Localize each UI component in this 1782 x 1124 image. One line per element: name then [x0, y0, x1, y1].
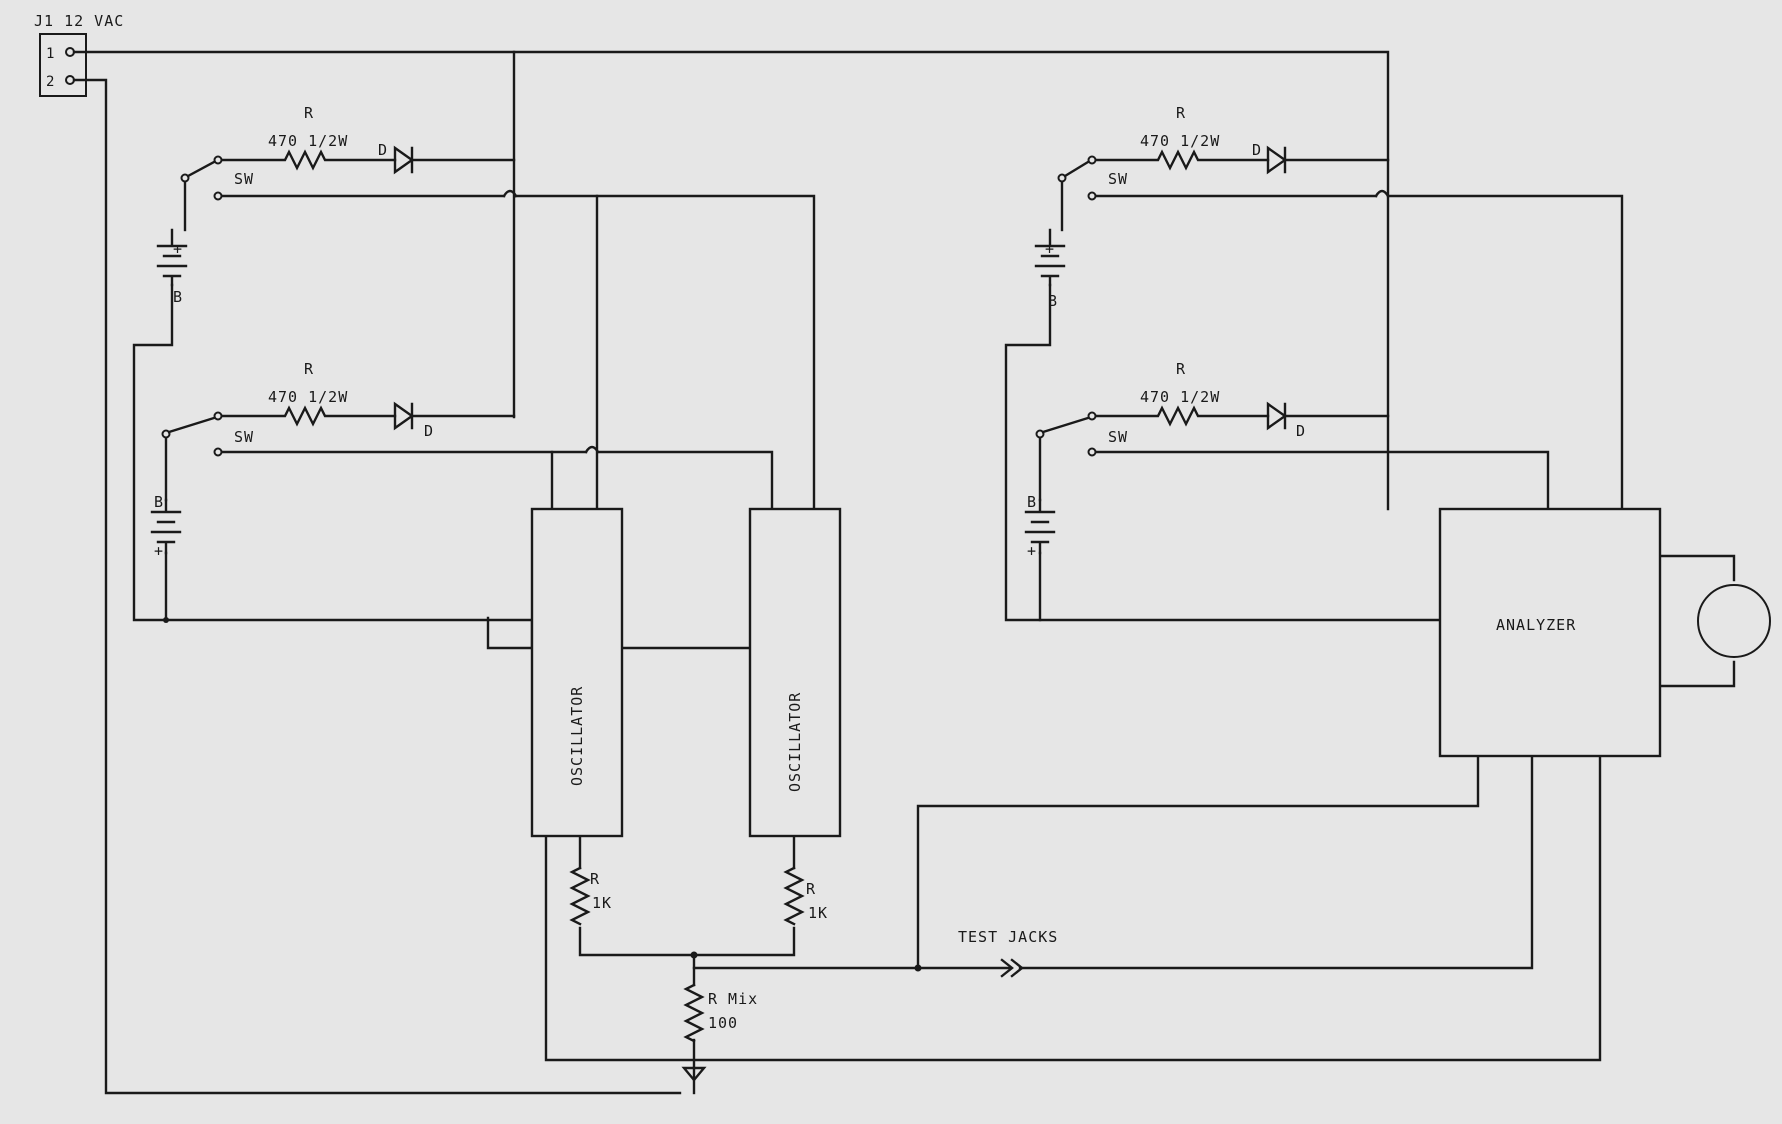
diode-label: D: [1296, 422, 1306, 440]
switch-lever: [167, 416, 216, 434]
resistor-name: R: [304, 104, 314, 122]
connector-j1: J1 12 VAC 1 2: [34, 12, 124, 97]
switch-label: SW: [234, 428, 254, 446]
battery-label: B: [1048, 292, 1058, 310]
test-jacks: TEST JACKS: [958, 928, 1058, 978]
battery-polarity: +: [173, 240, 183, 258]
battery-symbol: [156, 228, 188, 287]
ground-icon: [681, 1066, 707, 1082]
resistor-value: 470 1/2W: [268, 388, 348, 406]
battery-label: B: [173, 288, 183, 306]
output-resistor-2: R 1K: [783, 866, 828, 926]
battery-polarity: +: [1045, 240, 1055, 258]
channel-left-lower: R 470 1/2W D SW B +: [150, 360, 516, 560]
test-jacks-label: TEST JACKS: [958, 928, 1058, 946]
mix-resistor-name: R Mix: [708, 990, 758, 1008]
oscillator-2: OSCILLATOR: [748, 507, 842, 838]
switch-lever: [186, 160, 216, 178]
oscillator-2-label: OSCILLATOR: [786, 692, 804, 792]
battery-polarity: +: [1027, 542, 1037, 560]
diode-label: D: [424, 422, 434, 440]
channel-right-lower: R 470 1/2W D SW B +: [1024, 360, 1390, 560]
output-resistor-1-value: 1K: [592, 894, 612, 912]
meter-icon: [1697, 584, 1771, 658]
battery-symbol: [150, 498, 182, 555]
channel-left-upper: R 470 1/2W D SW + B: [156, 104, 516, 306]
diode-symbol: [1266, 145, 1288, 175]
battery-symbol: [1034, 228, 1066, 287]
resistor-symbol: [1092, 405, 1270, 427]
resistor-symbol: [218, 149, 397, 171]
test-jack-arrow-icon: [1000, 958, 1024, 978]
analyzer-label: ANALYZER: [1496, 616, 1576, 634]
resistor-name: R: [304, 360, 314, 378]
output-resistor-2-value: 1K: [808, 904, 828, 922]
analyzer: ANALYZER: [1438, 507, 1662, 758]
switch-lever: [1041, 416, 1090, 434]
mix-resistor: R Mix 100: [683, 983, 758, 1043]
resistor-name: R: [1176, 360, 1186, 378]
output-resistor-1-name: R: [590, 870, 600, 888]
diode-symbol: [1266, 401, 1288, 431]
oscillator-1-label: OSCILLATOR: [568, 686, 586, 786]
switch-label: SW: [1108, 428, 1128, 446]
switch-label: SW: [234, 170, 254, 188]
resistor-name: R: [1176, 104, 1186, 122]
output-resistor-2-name: R: [806, 880, 816, 898]
channel-right-upper: R 470 1/2W D SW + B: [1034, 104, 1390, 310]
resistor-symbol: [218, 405, 397, 427]
connector-label: J1 12 VAC: [34, 12, 124, 30]
mix-resistor-value: 100: [708, 1014, 738, 1032]
resistor-value: 470 1/2W: [1140, 132, 1220, 150]
battery-symbol: [1024, 498, 1056, 555]
diode-symbol: [393, 145, 415, 175]
diode-label: D: [378, 141, 388, 159]
oscillator-1: OSCILLATOR: [530, 507, 624, 838]
pin-1-label: 1: [46, 46, 55, 62]
junction-dots: [163, 617, 922, 972]
battery-label: B: [154, 493, 164, 511]
battery-polarity: +: [154, 542, 164, 560]
switch-label: SW: [1108, 170, 1128, 188]
resistor-symbol: [1092, 149, 1270, 171]
output-resistor-1: R 1K: [569, 866, 612, 926]
diode-symbol: [393, 401, 415, 431]
switch-lever: [1063, 160, 1090, 178]
battery-label: B: [1027, 493, 1037, 511]
resistor-value: 470 1/2W: [1140, 388, 1220, 406]
diode-label: D: [1252, 141, 1262, 159]
pin-2-label: 2: [46, 74, 55, 90]
resistor-value: 470 1/2W: [268, 132, 348, 150]
